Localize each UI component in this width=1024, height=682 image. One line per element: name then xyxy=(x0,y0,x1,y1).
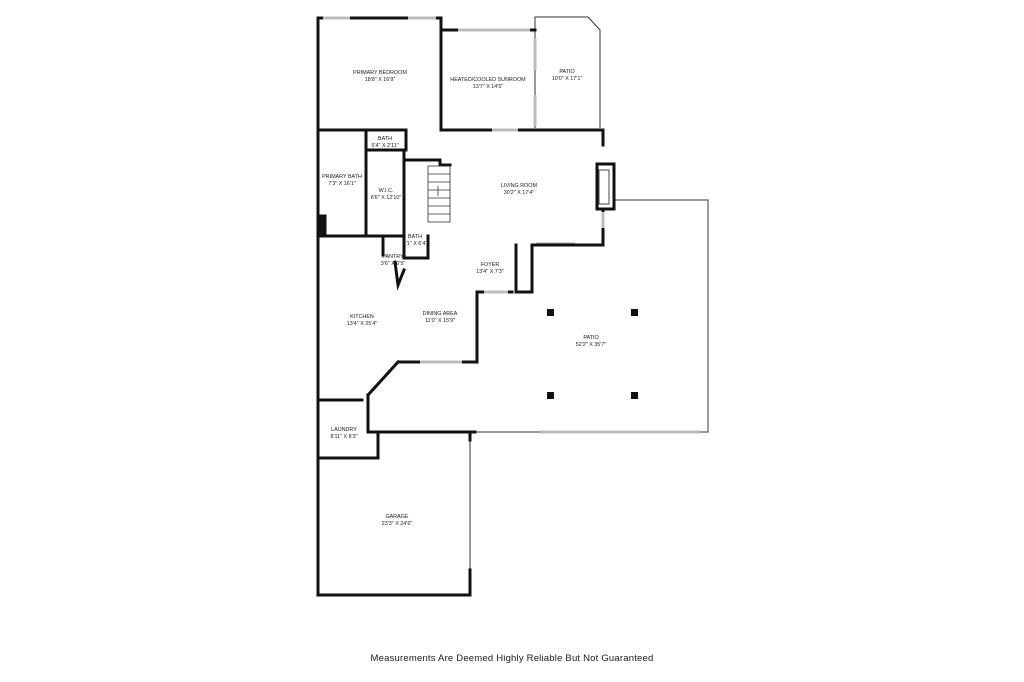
primary-bath-dims: 7'3" X 16'1" xyxy=(328,181,356,187)
stairs-icon xyxy=(427,165,451,223)
bath-top-dims: 5'4" X 2'11" xyxy=(371,143,398,149)
pantry-dims: 3'6" X 6'5" xyxy=(381,261,406,267)
garage-dims: 23'3" X 24'6" xyxy=(382,521,413,527)
laundry-label: LAUNDRY xyxy=(331,427,357,433)
bath-small-label: BATH xyxy=(408,234,422,240)
living-room-label: LIVING ROOM xyxy=(501,183,537,189)
patio-large-dims: 52'2" X 35'7" xyxy=(576,342,607,348)
primary-bedroom-dims: 18'8" X 16'9" xyxy=(365,77,396,83)
living-room-dims: 30'2" X 17'4" xyxy=(504,190,535,196)
pantry-label: PANTRY xyxy=(382,254,404,260)
kitchen-dims: 13'4" X 25'4" xyxy=(347,321,378,327)
bath-top-label: BATH xyxy=(378,136,392,142)
patio-small-dims: 10'0" X 17'1" xyxy=(552,76,583,82)
bath-small-dims: 5'1" X 6'4" xyxy=(403,241,428,247)
dining-area-dims: 11'0" X 15'9" xyxy=(425,318,455,324)
sunroom-label: HEATED/COOLED SUNROOM xyxy=(450,77,526,83)
primary-bath-label: PRIMARY BATH xyxy=(322,174,362,180)
kitchen-label: KITCHEN xyxy=(350,314,374,320)
patio-posts xyxy=(547,309,638,399)
primary-bedroom-label: PRIMARY BEDROOM xyxy=(353,70,407,76)
room-labels: PRIMARY BEDROOM 18'8" X 16'9" HEATED/COO… xyxy=(322,69,606,527)
laundry-dims: 8'11" X 8'3" xyxy=(330,434,357,440)
dining-area-label: DINING AREA xyxy=(423,311,458,317)
patio-small-label: PATIO xyxy=(559,69,574,75)
foyer-label: FOYER xyxy=(481,262,500,268)
wic-dims: 6'6" X 12'10" xyxy=(371,195,402,201)
garage-label: GARAGE xyxy=(385,514,408,520)
fireplace-icon xyxy=(595,162,616,211)
walls xyxy=(316,16,605,597)
disclaimer-text: Measurements Are Deemed Highly Reliable … xyxy=(370,653,654,664)
foyer-dims: 13'4" X 7'3" xyxy=(476,269,504,275)
sunroom-dims: 13'7" X 14'5" xyxy=(473,84,504,90)
patio-large-label: PATIO xyxy=(583,335,598,341)
windows xyxy=(323,16,700,434)
wic-label: W.I.C. xyxy=(379,188,394,194)
